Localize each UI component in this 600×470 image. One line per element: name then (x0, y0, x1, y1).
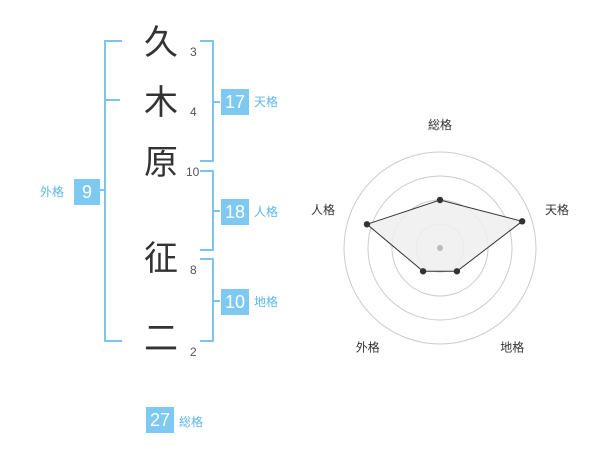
gaikaku-bracket-tick (104, 99, 120, 101)
stroke-count-4: 8 (190, 263, 197, 277)
jinkaku-label: 人格 (254, 205, 279, 219)
radar-ring-3 (367, 175, 513, 321)
chikaku-label: 地格 (254, 295, 279, 309)
jinkaku-value: 18 (221, 199, 249, 225)
radar-axis-label-4: 外格 (356, 340, 380, 355)
name-char-5: 二 (144, 319, 178, 359)
radar-axis-label-1: 総格 (428, 117, 452, 132)
jinkaku-bracket-stem (214, 210, 220, 212)
name-char-1: 久 (144, 23, 178, 63)
gaikaku-value: 9 (74, 179, 100, 205)
chikaku-value: 10 (221, 289, 249, 315)
jinkaku-bracket (200, 170, 214, 251)
chikaku-bracket-stem (214, 300, 220, 302)
radar-point-2 (518, 218, 526, 225)
stroke-count-2: 4 (190, 105, 197, 119)
gaikaku-label: 外格 (40, 185, 65, 199)
radar-point-1 (436, 196, 444, 204)
tenkaku-value: 17 (221, 89, 249, 115)
name-char-2: 木 (144, 83, 178, 123)
radar-center-dot (437, 245, 443, 251)
gaikaku-bracket-stem (98, 189, 104, 191)
tenkaku-bracket (200, 40, 214, 162)
radar-point-5 (363, 221, 371, 228)
tenkaku-label: 天格 (254, 95, 279, 109)
radar-axis-label-5: 人格 (311, 202, 335, 217)
chikaku-bracket (200, 258, 214, 342)
soukaku-label: 総格 (179, 415, 204, 429)
radar-axis-label-3: 地格 (500, 340, 524, 355)
stroke-count-5: 2 (190, 345, 197, 359)
radar-ring-4 (343, 151, 537, 345)
name-char-4: 征 (144, 239, 178, 279)
radar-point-3 (453, 268, 461, 275)
radar-point-4 (419, 268, 427, 275)
soukaku-value: 27 (146, 407, 174, 433)
stroke-count-1: 3 (190, 45, 197, 59)
name-char-3: 原 (144, 143, 178, 183)
stroke-count-3: 10 (186, 165, 200, 179)
tenkaku-bracket-stem (214, 101, 220, 103)
radar-axis-label-2: 天格 (545, 202, 569, 217)
radar-series-area (365, 199, 524, 272)
gaikaku-bracket (104, 40, 122, 342)
